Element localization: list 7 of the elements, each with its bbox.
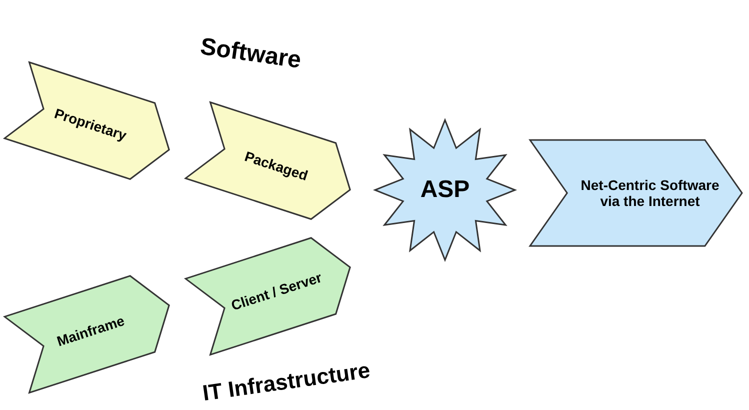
shape-label: Net-Centric Software via the Internet	[580, 176, 720, 211]
group-heading: IT Infrastructure	[201, 357, 372, 407]
group-heading: Software	[198, 33, 303, 75]
starburst-shape	[375, 120, 515, 260]
shape-label: Client / Server	[228, 268, 325, 316]
shape-label: ASP	[419, 175, 471, 205]
chevron-shape	[530, 140, 742, 246]
